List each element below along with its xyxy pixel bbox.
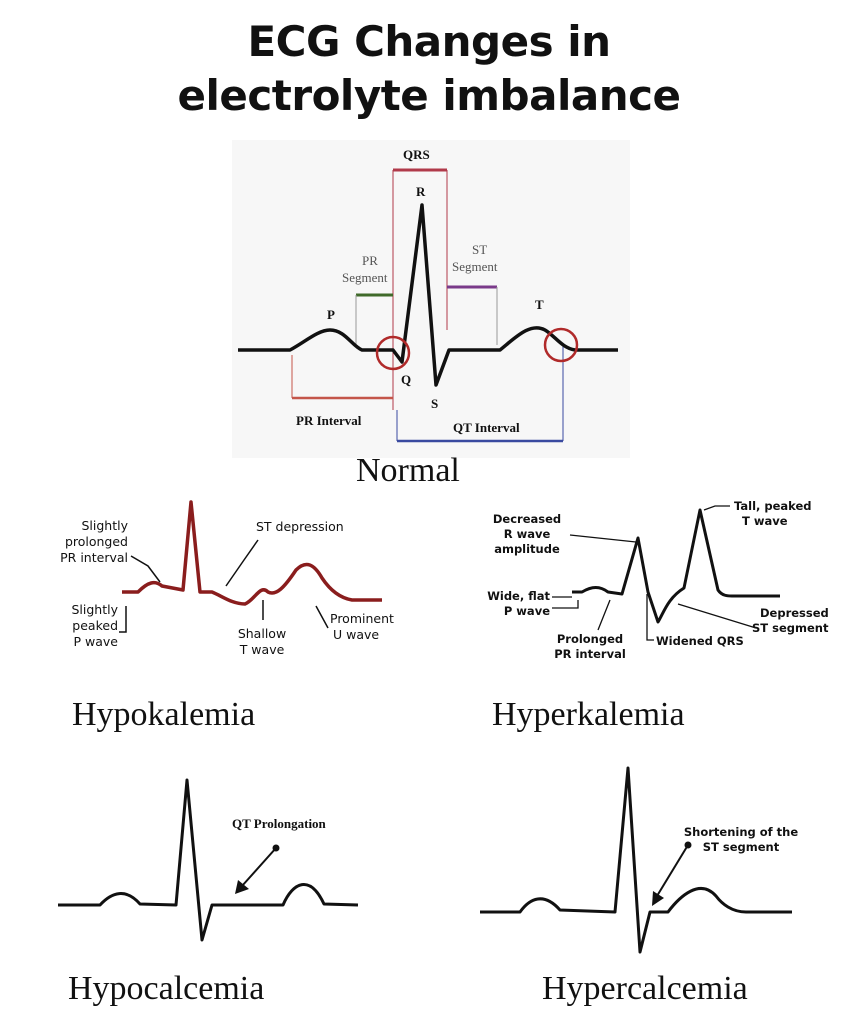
t-wave-label: T: [535, 297, 544, 312]
hyper-ca-annotation-2: ST segment: [702, 840, 780, 854]
q-point-circle: [375, 335, 411, 371]
r-wave-label: R: [416, 184, 426, 199]
pr-interval-label: PR Interval: [296, 413, 362, 428]
hypo-k-prolonged-pr-2: prolonged: [64, 534, 128, 549]
hyper-k-p-wave-1: Wide, flat: [487, 589, 550, 603]
hypo-ca-arrow-dot: [272, 844, 280, 852]
hyper-k-t-wave-1: Tall, peaked: [734, 499, 812, 513]
hyper-k-pr-2: PR interval: [554, 647, 626, 661]
hyper-k-st-pointer: [677, 603, 757, 629]
hyper-k-r-wave-2: R wave: [503, 527, 551, 541]
hypo-k-shallow-t-2: T wave: [239, 642, 285, 657]
hypokalemia-ecg-trace: [122, 500, 382, 606]
hypo-k-peaked-p-1: Slightly: [71, 602, 118, 617]
st-segment-label-2: Segment: [452, 259, 498, 274]
hyperkalemia-caption: Hyperkalemia: [492, 696, 685, 733]
hyper-ca-arrow-line: [656, 844, 689, 897]
hypo-k-u-wave-1: Prominent: [330, 611, 394, 626]
hypo-k-st-depression: ST depression: [256, 519, 344, 534]
title-line-1: ECG Changes in: [247, 17, 611, 66]
hyper-k-st-1: Depressed: [760, 606, 829, 620]
q-wave-label: Q: [401, 372, 412, 387]
hypo-k-peaked-p-2: peaked: [72, 618, 118, 633]
hypo-k-p-pointer: [119, 606, 127, 633]
hyper-k-qrs-pointer: [646, 594, 654, 641]
hypokalemia-caption: Hypokalemia: [72, 696, 256, 733]
hyper-ca-arrow-dot: [684, 841, 692, 849]
hyper-k-pr-1: Prolonged: [556, 632, 624, 646]
hypercalcemia-ecg-trace: [480, 766, 792, 954]
hyperkalemia-ecg-trace: [572, 508, 780, 624]
hyper-k-r-wave-1: Decreased: [492, 512, 562, 526]
hypo-ca-arrowhead: [235, 880, 249, 894]
hypo-k-u-pointer: [315, 605, 329, 629]
qrs-label: QRS: [403, 147, 430, 162]
hyper-k-t-wave-2: T wave: [742, 514, 788, 528]
t-end-circle: [543, 327, 579, 363]
title-line-2: electrolyte imbalance: [177, 71, 681, 120]
hypo-k-prolonged-pr-3: PR interval: [60, 550, 128, 565]
hyper-ca-arrowhead: [652, 891, 664, 906]
hyper-k-pr-pointer: [597, 599, 611, 631]
hyper-k-r-wave-3: amplitude: [494, 542, 560, 556]
hyper-ca-annotation-1: Shortening of the: [683, 825, 799, 839]
hypo-k-st-pointer: [225, 539, 259, 587]
st-segment-label-1: ST: [472, 242, 488, 257]
hypo-k-pr-pointer: [130, 555, 161, 583]
hyper-k-r-pointer: [569, 534, 637, 543]
hypo-k-peaked-p-3: P wave: [73, 634, 118, 649]
s-wave-label: S: [431, 396, 439, 411]
hypo-ca-annotation: QT Prolongation: [232, 816, 326, 831]
hyper-k-qrs: Widened QRS: [656, 634, 744, 648]
hyper-k-t-pointer: [703, 505, 730, 511]
hyper-k-p-wave-2: P wave: [503, 604, 550, 618]
normal-caption: Normal: [356, 452, 460, 489]
hypocalcemia-caption: Hypocalcemia: [68, 970, 265, 1007]
hypo-k-shallow-t-1: Shallow: [237, 626, 287, 641]
hypocalcemia-ecg-trace: [58, 778, 359, 942]
normal-ecg-trace: [238, 203, 618, 387]
qt-interval-label: QT Interval: [453, 420, 520, 435]
hypercalcemia-caption: Hypercalcemia: [542, 970, 748, 1007]
pr-segment-label-2: Segment: [342, 270, 388, 285]
hypo-k-prolonged-pr-1: Slightly: [81, 518, 128, 533]
pr-segment-label-1: PR: [362, 253, 378, 268]
hypo-k-u-wave-2: U wave: [333, 627, 380, 642]
hyper-k-p-pointer: [552, 596, 579, 609]
p-wave-label: P: [327, 307, 335, 322]
hyper-k-st-2: ST segment: [752, 621, 829, 635]
hypo-ca-arrow-line: [241, 847, 277, 887]
